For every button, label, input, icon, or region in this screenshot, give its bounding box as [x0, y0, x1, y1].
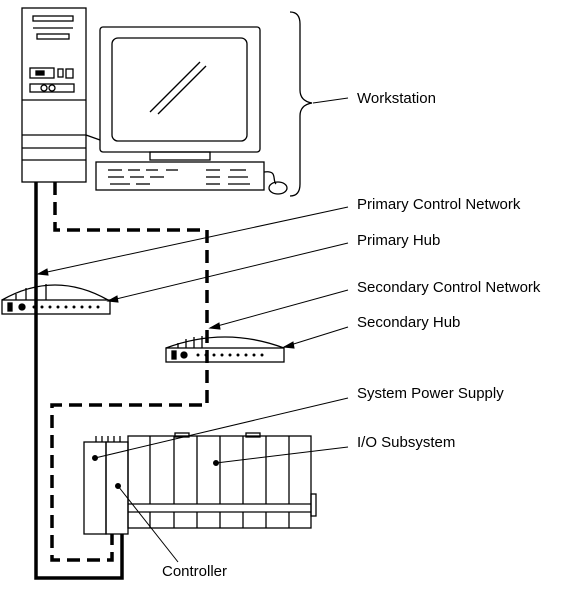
label-secondary-control-network: Secondary Control Network	[357, 279, 541, 296]
label-controller: Controller	[162, 563, 227, 580]
workstation-brace	[289, 11, 313, 197]
workstation-keyboard	[95, 161, 288, 195]
label-secondary-hub: Secondary Hub	[357, 314, 460, 331]
io-rack	[83, 432, 317, 535]
label-primary-control-network: Primary Control Network	[357, 196, 521, 213]
primary-network-cable	[34, 182, 124, 580]
label-workstation: Workstation	[357, 90, 436, 107]
primary-hub	[1, 284, 111, 315]
leader-lines	[36, 97, 349, 563]
secondary-hub	[165, 336, 285, 363]
workstation-tower	[21, 7, 87, 183]
label-primary-hub: Primary Hub	[357, 232, 440, 249]
label-io-subsystem: I/O Subsystem	[357, 434, 455, 451]
label-system-power-supply: System Power Supply	[357, 385, 504, 402]
workstation-monitor	[85, 26, 261, 161]
secondary-network-cable	[50, 182, 209, 562]
